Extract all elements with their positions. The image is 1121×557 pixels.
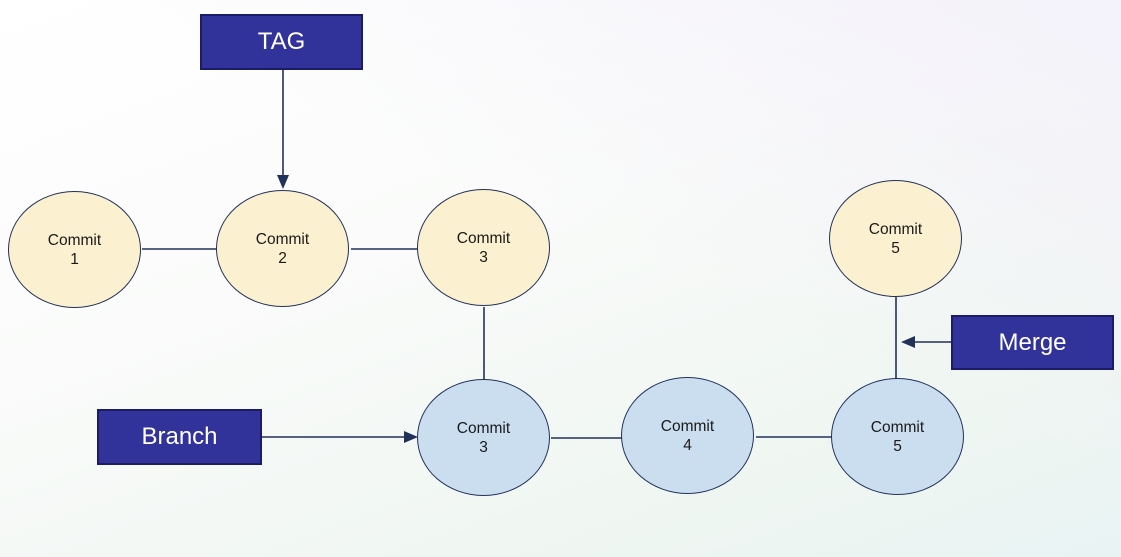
commit-number: 5 bbox=[893, 437, 902, 455]
main-commit-5-node: Commit 5 bbox=[829, 180, 962, 297]
commit-number: 4 bbox=[683, 436, 692, 454]
commit-number: 1 bbox=[70, 250, 79, 268]
commit-word: Commit bbox=[660, 417, 715, 435]
merge-label-box: Merge bbox=[951, 315, 1114, 370]
commit-word: Commit bbox=[456, 229, 511, 247]
commit-number: 2 bbox=[278, 249, 287, 267]
commit-word: Commit bbox=[47, 231, 102, 249]
commit-number: 3 bbox=[479, 438, 488, 456]
tag-arrowhead bbox=[277, 175, 289, 189]
tag-label: TAG bbox=[257, 28, 306, 55]
commit-word: Commit bbox=[255, 230, 310, 248]
main-commit-2-node: Commit 2 bbox=[216, 190, 349, 307]
feature-commit-4-node: Commit 4 bbox=[621, 377, 754, 494]
merge-arrowhead bbox=[901, 336, 915, 348]
tag-label-box: TAG bbox=[200, 14, 363, 70]
feature-commit-3-node: Commit 3 bbox=[417, 379, 550, 496]
commit-number: 5 bbox=[891, 239, 900, 257]
branch-label-box: Branch bbox=[97, 409, 262, 465]
commit-word: Commit bbox=[870, 418, 925, 436]
main-commit-1-node: Commit 1 bbox=[8, 191, 141, 308]
merge-label: Merge bbox=[998, 328, 1067, 356]
main-commit-3-node: Commit 3 bbox=[417, 189, 550, 306]
commit-word: Commit bbox=[868, 220, 923, 238]
branch-arrowhead bbox=[404, 431, 418, 443]
branch-label: Branch bbox=[141, 423, 218, 450]
feature-commit-5-node: Commit 5 bbox=[831, 378, 964, 495]
commit-word: Commit bbox=[456, 419, 511, 437]
commit-number: 3 bbox=[479, 248, 488, 266]
